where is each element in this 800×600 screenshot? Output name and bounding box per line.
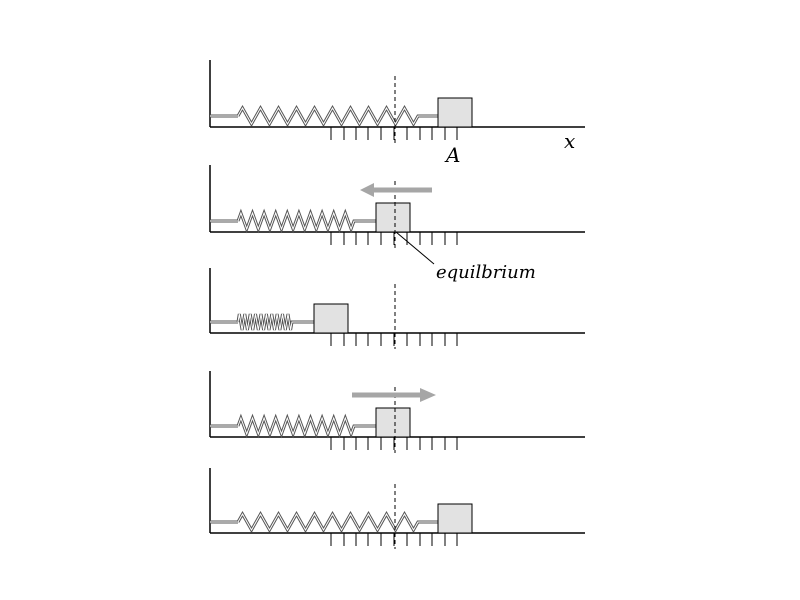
- panels: [209, 60, 585, 549]
- equilibrium-label: equilbrium: [436, 262, 536, 283]
- spring-panel-1: [209, 60, 585, 143]
- spring-coil-highlight: [237, 512, 438, 532]
- mass-block: [437, 97, 473, 128]
- velocity-arrow-head: [360, 183, 374, 197]
- mass-block: [375, 202, 411, 233]
- spring-coil-highlight: [237, 211, 376, 231]
- spring-coil-highlight: [237, 313, 314, 331]
- spring-panel-2: [209, 165, 585, 248]
- mass-block: [375, 407, 411, 438]
- mass-block: [313, 303, 349, 334]
- equilibrium-leader-line: [395, 231, 435, 265]
- x-axis-label: x: [564, 129, 575, 153]
- spring-coil-highlight: [237, 106, 438, 126]
- spring-panel-3: [209, 268, 585, 349]
- spring-panel-4: [209, 371, 585, 453]
- spring-panel-5: [209, 468, 585, 549]
- amplitude-label: A: [444, 143, 460, 167]
- velocity-arrow-head: [420, 388, 436, 402]
- spring-coil-highlight: [237, 416, 376, 436]
- mass-block: [437, 503, 473, 534]
